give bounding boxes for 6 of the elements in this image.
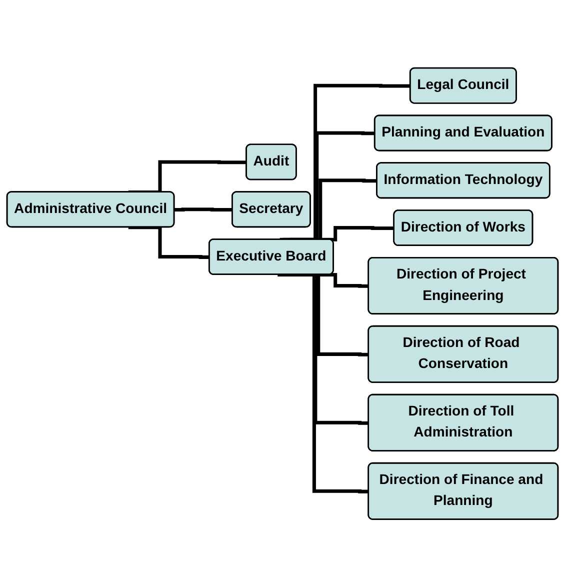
connector: [280, 84, 411, 242]
connector: [320, 226, 394, 242]
connector: [174, 207, 233, 212]
connector: [278, 272, 369, 494]
connector: [320, 272, 369, 288]
connector: [128, 225, 210, 259]
